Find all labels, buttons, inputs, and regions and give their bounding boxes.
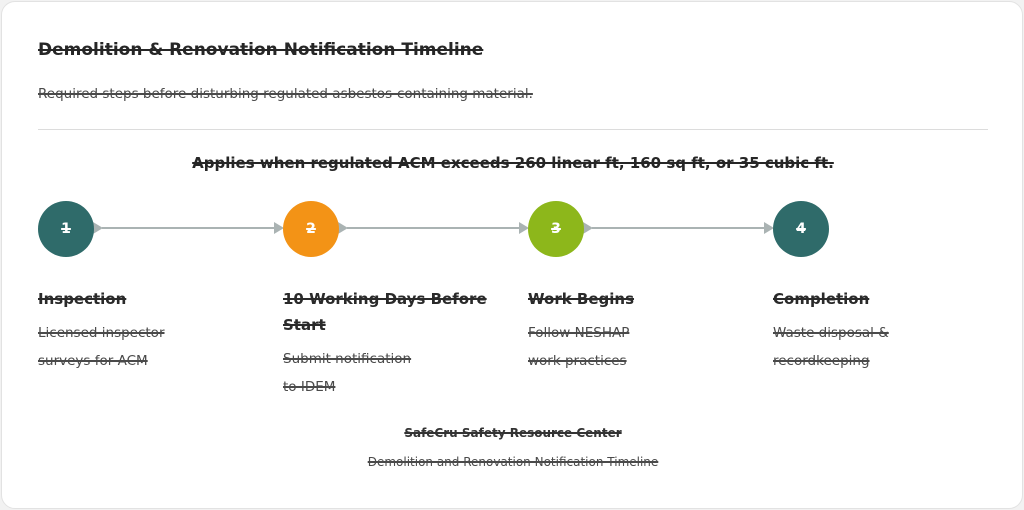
page-subtitle: Required steps before disturbing regulat… xyxy=(38,86,533,102)
step-title-line: Start xyxy=(283,316,326,334)
step-title-4: Completion xyxy=(773,286,978,312)
step-description-line: work practices xyxy=(528,353,627,369)
step-number: 2 xyxy=(306,221,316,237)
threshold-note: Applies when regulated ACM exceeds 260 l… xyxy=(192,154,834,172)
step-description-line: Licensed inspector xyxy=(38,325,165,341)
step-circle-3: 3 xyxy=(528,201,584,257)
step-number: 4 xyxy=(796,221,806,237)
step-circle-1: 1 xyxy=(38,201,94,257)
connector-tail-2-3 xyxy=(338,222,348,234)
step-circle-4: 4 xyxy=(773,201,829,257)
step-number: 3 xyxy=(551,221,561,237)
footer-organization: SafeCru Safety Resource Center xyxy=(404,426,622,440)
step-description-line: to IDEM xyxy=(283,379,336,395)
step-title-2: 10 Working Days Before Start xyxy=(283,286,488,338)
step-title-line: 10 Working Days Before xyxy=(283,290,487,308)
step-title-3: Work Begins xyxy=(528,286,733,312)
step-description-line: Waste disposal & xyxy=(773,325,889,341)
connector-tail-3-4 xyxy=(583,222,593,234)
connector-2-3 xyxy=(347,227,519,229)
step-description-line: recordkeeping xyxy=(773,353,870,369)
header-divider xyxy=(38,129,988,130)
connector-tail-1-2 xyxy=(93,222,103,234)
step-title-text: Work Begins xyxy=(528,290,635,308)
arrow-head-3-4 xyxy=(764,222,774,234)
step-description-line: surveys for ACM xyxy=(38,353,148,369)
step-description-line: Follow NESHAP xyxy=(528,325,630,341)
step-title-text: Inspection xyxy=(38,290,127,308)
step-description-4: Waste disposal & recordkeeping xyxy=(773,319,953,375)
connector-1-2 xyxy=(102,227,274,229)
page-title: Demolition & Renovation Notification Tim… xyxy=(38,40,484,60)
arrow-head-2-3 xyxy=(519,222,529,234)
step-title-1: Inspection xyxy=(38,286,243,312)
step-title-text: Completion xyxy=(773,290,870,308)
step-description-1: Licensed inspector surveys for ACM xyxy=(38,319,218,375)
step-number: 1 xyxy=(61,221,71,237)
footer-caption: Demolition and Renovation Notification T… xyxy=(367,455,659,469)
arrow-head-1-2 xyxy=(274,222,284,234)
connector-3-4 xyxy=(592,227,764,229)
step-description-3: Follow NESHAP work practices xyxy=(528,319,708,375)
step-circle-2: 2 xyxy=(283,201,339,257)
step-description-2: Submit notification to IDEM xyxy=(283,345,463,401)
step-description-line: Submit notification xyxy=(283,351,412,367)
